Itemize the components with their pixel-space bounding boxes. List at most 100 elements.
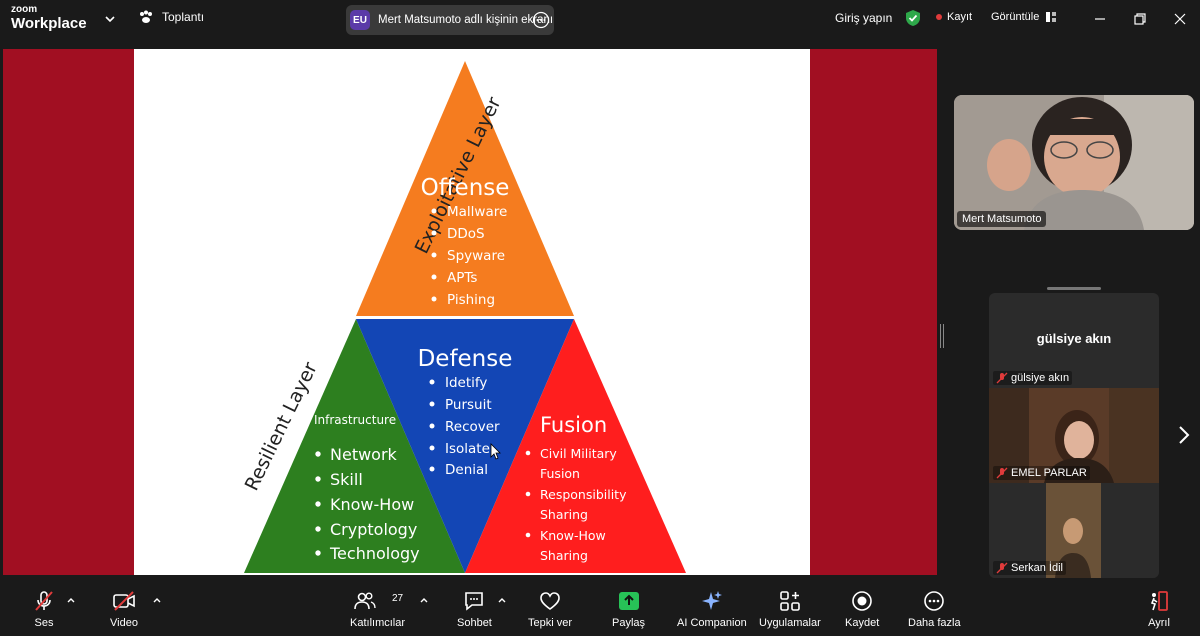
share-screen-icon <box>618 592 639 610</box>
ai-companion-button[interactable]: AI Companion <box>677 589 747 629</box>
restore-icon[interactable] <box>1130 9 1150 29</box>
apps-icon <box>780 591 800 611</box>
chevron-up-icon[interactable] <box>66 595 76 605</box>
leave-button[interactable]: Ayrıl <box>1147 589 1171 629</box>
muted-mic-icon <box>996 467 1008 479</box>
apps-label: Uygulamalar <box>759 617 821 629</box>
more-options-icon[interactable] <box>532 11 550 29</box>
active-speaker-name: Mert Matsumoto <box>957 211 1047 227</box>
defense-item: Pursuit <box>445 397 492 413</box>
record-dot-icon <box>936 14 942 20</box>
fusion-item-line: Know-How <box>540 528 606 543</box>
defense-item: Idetify <box>445 375 487 391</box>
leave-label: Ayrıl <box>1148 617 1170 629</box>
video-button[interactable]: Video <box>110 589 138 629</box>
chat-button[interactable]: Sohbet <box>457 589 492 629</box>
chevron-down-icon[interactable] <box>103 12 117 26</box>
defense-item: Recover <box>445 419 500 435</box>
defense-title: Defense <box>418 346 513 372</box>
participant-count: 27 <box>392 593 404 604</box>
infra-item: Network <box>330 445 398 464</box>
fusion-title: Fusion <box>540 413 607 437</box>
heart-icon <box>540 592 560 610</box>
minimize-icon[interactable] <box>1090 9 1110 29</box>
chevron-up-icon[interactable] <box>497 595 507 605</box>
muted-mic-icon <box>996 372 1008 384</box>
panel-splitter[interactable] <box>940 324 944 348</box>
meeting-label: Toplantı <box>162 10 205 24</box>
chevron-up-icon[interactable] <box>152 595 162 605</box>
active-speaker-video[interactable]: Mert Matsumoto <box>954 95 1194 230</box>
leave-icon <box>1150 591 1168 611</box>
react-label: Tepki ver <box>528 617 573 629</box>
infra-title: Infrastructure <box>314 413 396 427</box>
recording-indicator[interactable]: Kayıt <box>936 11 972 23</box>
record-label: Kayıt <box>947 11 973 23</box>
chat-label: Sohbet <box>457 617 492 629</box>
chevron-right-icon[interactable] <box>1174 423 1194 447</box>
share-banner-text: Mert Matsumoto adlı kişinin ekranı <box>378 14 554 26</box>
zoom-logo: zoom Workplace <box>11 5 87 32</box>
ai-companion-label: AI Companion <box>677 617 747 629</box>
defense-item: Denial <box>445 462 488 478</box>
offense-item: Mallware <box>447 204 507 220</box>
paw-icon <box>140 10 152 23</box>
muted-mic-icon <box>996 562 1008 574</box>
participant-video-frame <box>989 388 1159 483</box>
meeting-toolbar: Ses Video Katılımcılar 27 Sohbet Tepki v… <box>0 583 1200 636</box>
video-label: Video <box>110 617 138 629</box>
participant-tile[interactable]: gülsiye akın gülsiye akın <box>989 293 1159 388</box>
fusion-item-line: Responsibility <box>540 487 627 502</box>
fusion-item-line: Sharing <box>540 548 588 563</box>
view-button[interactable]: Görüntüle <box>991 11 1057 23</box>
participant-name-tag: EMEL PARLAR <box>993 466 1090 480</box>
screen-share-banner[interactable]: EU Mert Matsumoto adlı kişinin ekranı <box>346 5 554 35</box>
participant-name: gülsiye akın <box>1011 372 1070 384</box>
fusion-triangle <box>465 319 686 573</box>
audio-button[interactable]: Ses <box>32 589 56 629</box>
infra-item: Know-How <box>330 495 414 514</box>
participant-video-frame <box>989 483 1159 578</box>
sign-in-link[interactable]: Giriş yapın <box>835 11 893 25</box>
pyramid-diagram: Exploitative Layer Resilient Layer Offen… <box>241 61 686 573</box>
participant-tile[interactable]: EMEL PARLAR <box>989 388 1159 483</box>
participants-button[interactable]: Katılımcılar <box>350 589 405 629</box>
speaker-video-frame <box>954 95 1194 230</box>
offense-item: Spyware <box>447 248 505 264</box>
infra-item: Cryptology <box>330 520 417 539</box>
chat-icon <box>465 592 484 611</box>
offense-item: APTs <box>447 270 477 286</box>
slide: Exploitative Layer Resilient Layer Offen… <box>134 49 810 575</box>
defense-item: Isolate <box>445 441 490 457</box>
shared-screen: Exploitative Layer Resilient Layer Offen… <box>3 49 937 575</box>
sparkle-icon <box>701 591 722 610</box>
participant-name: EMEL PARLAR <box>1011 467 1087 479</box>
brand-bottom: Workplace <box>11 15 87 32</box>
more-label: Daha fazla <box>908 617 961 629</box>
share-button[interactable]: Paylaş <box>612 589 645 629</box>
offense-item: DDoS <box>447 226 485 242</box>
share-label: Paylaş <box>612 617 646 629</box>
close-icon[interactable] <box>1170 9 1190 29</box>
fusion-item-line: Sharing <box>540 507 588 522</box>
participant-placeholder-name: gülsiye akın <box>1036 331 1112 346</box>
sharer-avatar: EU <box>350 10 370 30</box>
fusion-item-line: Civil Military <box>540 446 617 461</box>
grid-view-icon <box>1046 12 1057 22</box>
meeting-button[interactable]: Toplantı <box>138 10 204 24</box>
title-bar: zoom Workplace Toplantı EU Mert Matsumot… <box>0 0 1200 40</box>
participant-tile[interactable]: Serkan İdil <box>989 483 1159 578</box>
chevron-up-icon[interactable] <box>419 595 429 605</box>
mouse-cursor-icon <box>490 443 501 460</box>
more-button[interactable]: Daha fazla <box>908 589 961 629</box>
defense-triangle <box>356 319 574 573</box>
react-button[interactable]: Tepki ver <box>528 589 572 629</box>
fusion-item-line: Fusion <box>540 466 580 481</box>
participant-name-tag: gülsiye akın <box>993 371 1073 385</box>
apps-button[interactable]: Uygulamalar <box>759 589 821 629</box>
strip-drag-handle[interactable] <box>1047 287 1101 290</box>
record-button[interactable]: Kaydet <box>845 589 879 629</box>
mic-muted-icon <box>35 591 53 611</box>
security-shield-icon[interactable] <box>905 9 921 27</box>
record-icon <box>852 591 872 611</box>
